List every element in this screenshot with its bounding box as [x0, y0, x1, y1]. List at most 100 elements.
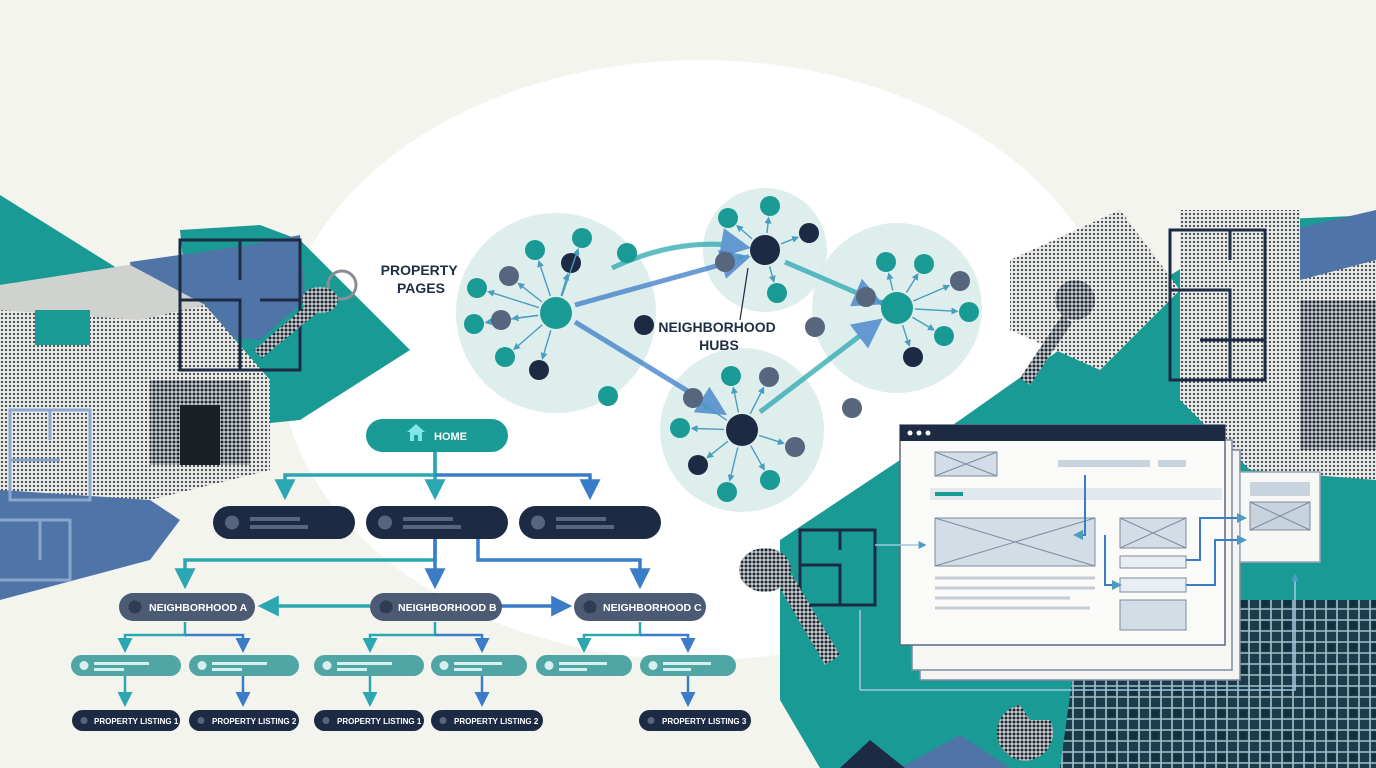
spoke-arrow	[511, 314, 539, 322]
spoke-arrow	[537, 260, 551, 297]
subpage-node[interactable]	[431, 655, 527, 676]
svg-text:NEIGHBORHOOD C: NEIGHBORHOOD C	[603, 602, 702, 614]
property-listing-node[interactable]: PROPERTY LISTING 1	[314, 710, 424, 731]
spoke-arrow	[764, 216, 772, 234]
spoke-arrow	[540, 330, 552, 360]
property-page-dot	[670, 418, 690, 438]
spoke-arrow	[736, 224, 753, 240]
property-page-dot	[785, 437, 805, 457]
property-page-dot	[572, 228, 592, 248]
property-page-dot	[903, 347, 923, 367]
property-page-dot	[715, 252, 735, 272]
hub-node	[750, 235, 780, 265]
svg-text:PROPERTY LISTING 2: PROPERTY LISTING 2	[212, 717, 297, 726]
svg-text:PROPERTY LISTING 3: PROPERTY LISTING 3	[662, 717, 747, 726]
property-page-dot	[561, 253, 581, 273]
property-page-dot	[464, 314, 484, 334]
spoke-arrow	[690, 425, 725, 433]
property-page-dot	[718, 208, 738, 228]
svg-text:NEIGHBORHOOD A: NEIGHBORHOOD A	[149, 602, 248, 614]
neighborhood-b-node[interactable]: NEIGHBORHOOD B	[370, 593, 502, 621]
spoke-arrow	[750, 445, 765, 471]
spoke-arrow	[706, 440, 729, 459]
property-page-dot	[717, 482, 737, 502]
hub-node	[726, 414, 758, 446]
floor-plan-icon	[0, 238, 302, 582]
property-page-dot	[525, 240, 545, 260]
property-page-dot	[683, 388, 703, 408]
spoke-arrow	[780, 236, 800, 245]
label-leader	[739, 267, 749, 321]
svg-text:PROPERTY LISTING 1: PROPERTY LISTING 1	[337, 717, 422, 726]
house-photo-icon	[0, 265, 270, 500]
subpage-node[interactable]	[640, 655, 736, 676]
property-listing-node[interactable]: PROPERTY LISTING 2	[189, 710, 299, 731]
property-page-dot	[634, 315, 654, 335]
spoke-arrow	[731, 386, 740, 413]
property-page-dot	[799, 223, 819, 243]
property-page-dot	[914, 254, 934, 274]
hub-network	[456, 188, 982, 512]
subpage-node[interactable]	[189, 655, 299, 676]
spoke-arrow	[875, 299, 884, 307]
spoke-arrow	[905, 273, 919, 294]
spoke-arrow	[914, 307, 959, 315]
property-listing-node[interactable]: PROPERTY LISTING 1	[72, 710, 180, 731]
property-page-dot	[491, 310, 511, 330]
spoke-arrow	[758, 434, 785, 445]
left-collage	[0, 195, 410, 600]
key-icon	[254, 269, 358, 358]
home-node[interactable]: HOME	[366, 419, 508, 452]
floor-plan-icon	[798, 228, 1267, 607]
spoke-arrow	[487, 289, 540, 309]
hub-node	[540, 297, 572, 329]
house-photo-icon	[1180, 210, 1376, 480]
subpage-node[interactable]	[536, 655, 632, 676]
property-page-dot	[950, 271, 970, 291]
property-page-dot	[467, 278, 487, 298]
spoke-arrow	[768, 266, 776, 283]
hub-link-arrow	[758, 318, 883, 414]
property-page-dot	[760, 470, 780, 490]
property-listing-node[interactable]: PROPERTY LISTING 3	[639, 710, 751, 731]
key-icon	[739, 280, 1095, 665]
spoke-arrow	[912, 316, 935, 331]
property-page-dot	[760, 196, 780, 216]
property-page-dot	[529, 360, 549, 380]
subpage-node[interactable]	[71, 655, 181, 676]
spoke-arrow	[517, 282, 543, 303]
property-page-dot	[759, 367, 779, 387]
browser-wireframe-icon	[859, 424, 1321, 691]
spoke-arrow	[735, 253, 749, 261]
spoke-arrow	[727, 447, 739, 482]
property-page-dot	[688, 455, 708, 475]
property-page-dot	[805, 317, 825, 337]
svg-text:PROPERTY LISTING 2: PROPERTY LISTING 2	[454, 717, 539, 726]
spoke-arrow	[561, 248, 580, 297]
property-page-dot	[598, 386, 618, 406]
house-icon	[407, 424, 425, 441]
home-label: HOME	[434, 431, 467, 443]
property-page-dot	[617, 243, 637, 263]
hub-node	[881, 292, 913, 324]
property-page-dot	[495, 347, 515, 367]
property-page-dot	[842, 398, 862, 418]
spoke-arrow	[886, 272, 894, 291]
neighborhood-a-node[interactable]: NEIGHBORHOOD A	[119, 593, 255, 621]
property-page-dot	[934, 326, 954, 346]
spoke-arrow	[901, 324, 911, 347]
category-node[interactable]	[366, 506, 508, 539]
category-node[interactable]	[213, 506, 355, 539]
subpage-node[interactable]	[314, 655, 424, 676]
neighborhood-c-node[interactable]: NEIGHBORHOOD C	[574, 593, 706, 621]
property-listing-node[interactable]: PROPERTY LISTING 2	[431, 710, 543, 731]
spoke-arrow	[701, 403, 728, 421]
spoke-arrow	[513, 324, 543, 351]
label-property-pages: PROPERTY PAGES	[381, 262, 462, 296]
sitemap-tree: HOME NEIGHBORHOOD A NEIGHBORHOOD B	[71, 419, 751, 731]
category-node[interactable]	[519, 506, 661, 539]
property-page-dot	[876, 252, 896, 272]
spoke-arrow	[560, 273, 570, 296]
